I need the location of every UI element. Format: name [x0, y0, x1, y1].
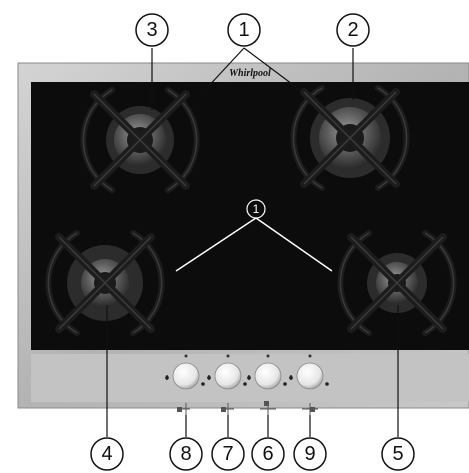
knob-1[interactable]: [165, 354, 205, 416]
callout-5: 5: [381, 437, 415, 471]
callout-8: 8: [169, 437, 203, 471]
callout-line: [175, 217, 257, 272]
callout-line: [255, 217, 333, 272]
top-left-burner: [83, 90, 196, 190]
callout-line: [204, 47, 245, 91]
bottom-left-burner: [48, 233, 161, 333]
svg-text:1: 1: [253, 202, 260, 216]
brand-logo: Whirlpool: [229, 68, 271, 79]
svg-text:1: 1: [238, 19, 249, 41]
burner-position-icon: [302, 403, 318, 415]
svg-text:2: 2: [347, 19, 358, 41]
callout-line: [243, 47, 301, 91]
callout-4: 4: [90, 437, 124, 471]
flame-low-icon: [201, 382, 205, 386]
flame-high-icon: [207, 375, 211, 380]
knob-3[interactable]: [247, 354, 287, 416]
knob-2[interactable]: [207, 354, 247, 416]
burner-position-icon: [177, 403, 190, 415]
svg-text:5: 5: [392, 443, 403, 465]
top-right-burner: [293, 88, 406, 188]
callout-6: 6: [251, 437, 285, 471]
flame-high-icon: [165, 375, 169, 380]
burner-position-icon: [260, 401, 276, 415]
bottom-right-burner: [340, 233, 453, 333]
callout-1: 1: [227, 13, 261, 47]
callout-3: 3: [135, 13, 169, 47]
flame-high-icon: [247, 375, 251, 380]
flame-high-icon: [289, 375, 293, 380]
svg-text:3: 3: [146, 19, 157, 41]
burner-position-icon: [221, 403, 234, 415]
callout-2: 2: [336, 13, 370, 47]
callout-9: 9: [293, 437, 327, 471]
svg-text:4: 4: [101, 443, 112, 465]
callout-center-1: 1: [246, 199, 266, 219]
flame-low-icon: [325, 382, 329, 386]
knob-4[interactable]: [289, 354, 329, 416]
flame-low-icon: [243, 382, 247, 386]
svg-text:6: 6: [262, 443, 273, 465]
callout-7: 7: [211, 437, 245, 471]
svg-text:8: 8: [180, 443, 191, 465]
flame-low-icon: [283, 382, 287, 386]
svg-text:7: 7: [222, 443, 233, 465]
svg-text:9: 9: [304, 443, 315, 465]
